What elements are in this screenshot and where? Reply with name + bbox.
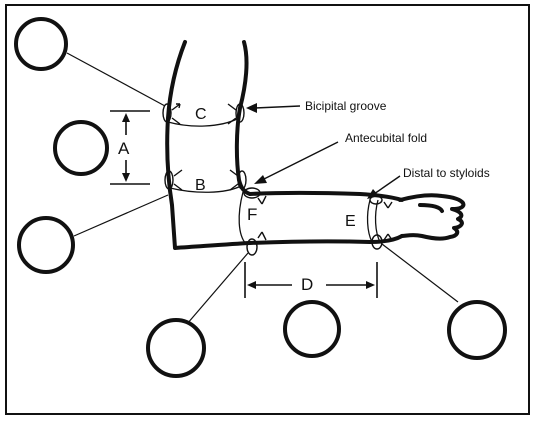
loop-b-left xyxy=(164,170,174,190)
blank-circle-d xyxy=(283,300,341,358)
arm-back-contour xyxy=(165,40,404,250)
blank-circle-a xyxy=(53,120,109,176)
leader-f xyxy=(186,252,249,325)
blank-circle-b xyxy=(17,216,75,274)
hand-contour xyxy=(398,193,466,241)
band-e xyxy=(366,199,373,243)
thumb-contour xyxy=(418,203,444,213)
loop-e-bottom xyxy=(371,234,383,250)
letter-a: A xyxy=(118,139,130,158)
arrow-b-right xyxy=(229,169,239,191)
loop-c-left xyxy=(162,103,172,123)
letter-e: E xyxy=(345,213,356,230)
letter-b: B xyxy=(195,177,206,194)
callout-arrows xyxy=(246,103,401,199)
callout-distal-to-styloids: Distal to styloids xyxy=(403,166,490,180)
forearm-top-contour xyxy=(248,190,404,202)
arrow-b-left xyxy=(173,169,183,191)
arrow-c-right xyxy=(227,103,237,125)
arrow-c-left-2 xyxy=(171,117,181,125)
leader-b xyxy=(73,194,169,237)
callout-bicipital-groove: Bicipital groove xyxy=(305,99,387,113)
letter-c: C xyxy=(195,106,207,123)
arrow-e-top xyxy=(383,201,393,209)
loop-f-bottom xyxy=(246,238,258,256)
loop-b-right xyxy=(237,170,247,190)
blank-circle-c xyxy=(14,17,68,71)
blank-circle-e xyxy=(447,300,507,360)
band-f xyxy=(238,191,247,245)
letter-f: F xyxy=(247,205,257,224)
dimension-a xyxy=(110,110,150,185)
letter-d: D xyxy=(301,275,313,294)
dimension-d xyxy=(244,262,378,298)
leader-lines xyxy=(66,52,459,325)
blank-circle-f xyxy=(146,318,206,378)
leader-c xyxy=(66,52,166,107)
arrow-marks xyxy=(171,103,393,241)
blank-circles xyxy=(14,17,507,378)
arrow-f-top xyxy=(257,195,267,205)
arrow-e-bottom xyxy=(383,233,393,241)
loop-f-top xyxy=(243,187,261,199)
callout-antecubital-fold: Antecubital fold xyxy=(345,131,427,145)
loop-c-right xyxy=(235,103,245,123)
arrow-c-left xyxy=(171,103,181,111)
leader-e xyxy=(381,243,459,303)
arrow-f-bottom xyxy=(257,231,267,241)
band-b xyxy=(169,185,242,193)
